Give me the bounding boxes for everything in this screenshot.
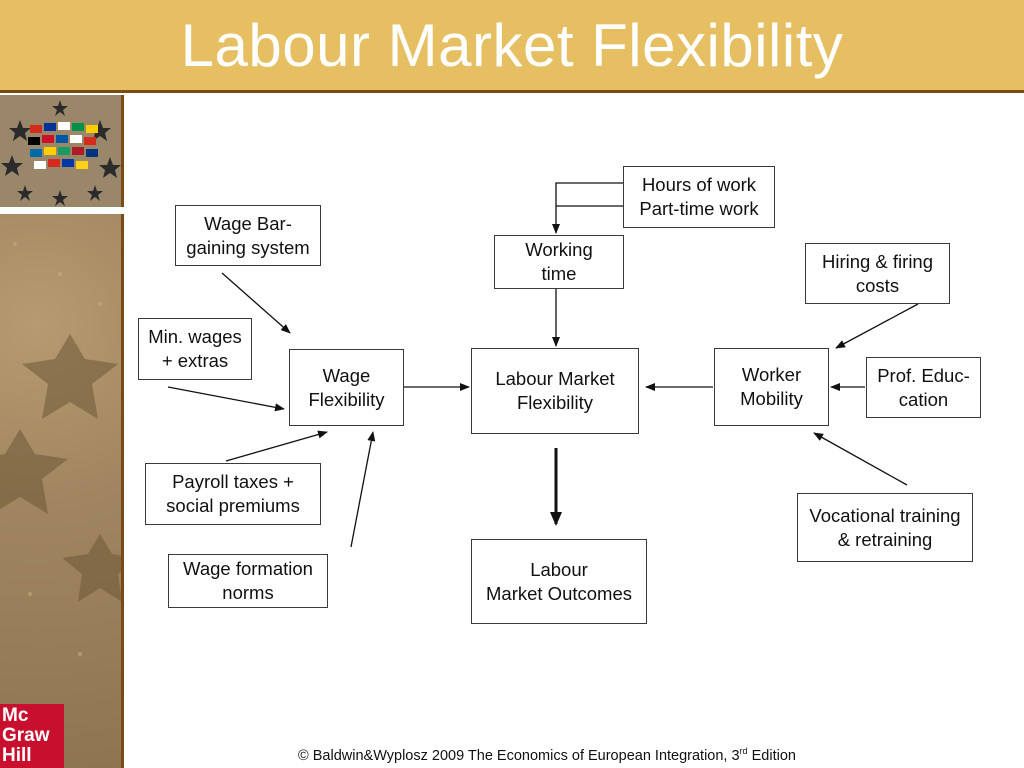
node-labour-market-flexibility-label: Labour Market Flexibility <box>495 368 615 413</box>
node-worker-mobility-label: Worker Mobility <box>740 364 803 409</box>
node-wage-flexibility-label: Wage Flexibility <box>308 364 385 410</box>
node-payroll-taxes: Payroll taxes + social premiums <box>145 463 321 525</box>
slide-footer: © Baldwin&Wyplosz 2009 The Economics of … <box>0 746 1024 764</box>
logo-text: Mc Graw Hill <box>2 705 50 766</box>
node-wage-formation: Wage formation norms <box>168 554 328 608</box>
node-vocational-training-label: Vocational training & retraining <box>809 504 961 550</box>
slide-title: Labour Market Flexibility <box>180 12 844 79</box>
node-labour-market-flexibility: Labour Market Flexibility <box>471 348 639 434</box>
title-bar: Labour Market Flexibility <box>0 0 1024 93</box>
node-prof-education-label: Prof. Educ- cation <box>877 364 970 410</box>
connector-hours-to-working-time <box>552 182 623 234</box>
connector-min-wages-to-wage-flex <box>167 386 285 412</box>
connector-payroll-to-wage-flex <box>225 430 328 462</box>
node-hours-part-time: Hours of work Part-time work <box>623 166 775 228</box>
node-hiring-firing-label: Hiring & firing costs <box>821 250 934 296</box>
footer-superscript: rd <box>739 746 748 756</box>
connector-wage-formation-to-wage-flex <box>350 431 376 548</box>
beach-stars-image <box>0 214 124 768</box>
footer-end-text: Edition <box>747 747 796 764</box>
eu-flags-image <box>0 95 124 207</box>
connector-vocational-to-mobility <box>813 432 908 486</box>
node-labour-market-outcomes-label: Labour Market Outcomes <box>486 558 632 604</box>
node-worker-mobility: Worker Mobility <box>714 348 829 426</box>
node-wage-bargaining: Wage Bar- gaining system <box>175 205 321 266</box>
eu-flags-graphic <box>0 95 121 207</box>
node-min-wages: Min. wages + extras <box>138 318 252 380</box>
node-working-time-label: Working time <box>525 239 593 284</box>
mcgraw-hill-logo: Mc Graw Hill <box>0 704 64 768</box>
node-hiring-firing: Hiring & firing costs <box>805 243 950 304</box>
node-wage-bargaining-label: Wage Bar- gaining system <box>186 212 310 258</box>
node-vocational-training: Vocational training & retraining <box>797 493 973 562</box>
node-wage-formation-label: Wage formation norms <box>183 558 313 603</box>
connector-hiring-to-mobility <box>835 303 919 349</box>
node-hours-part-time-label: Hours of work Part-time work <box>639 174 759 219</box>
node-prof-education: Prof. Educ- cation <box>866 357 981 418</box>
beach-stars-graphic <box>0 242 121 716</box>
node-wage-flexibility: Wage Flexibility <box>289 349 404 426</box>
node-labour-market-outcomes: Labour Market Outcomes <box>471 539 647 624</box>
node-payroll-taxes-label: Payroll taxes + social premiums <box>166 471 300 516</box>
connector-wage-bargaining-to-wage-flex <box>221 272 291 334</box>
footer-main-text: © Baldwin&Wyplosz 2009 The Economics of … <box>298 747 740 764</box>
node-working-time: Working time <box>494 235 624 289</box>
node-min-wages-label: Min. wages + extras <box>148 326 242 371</box>
